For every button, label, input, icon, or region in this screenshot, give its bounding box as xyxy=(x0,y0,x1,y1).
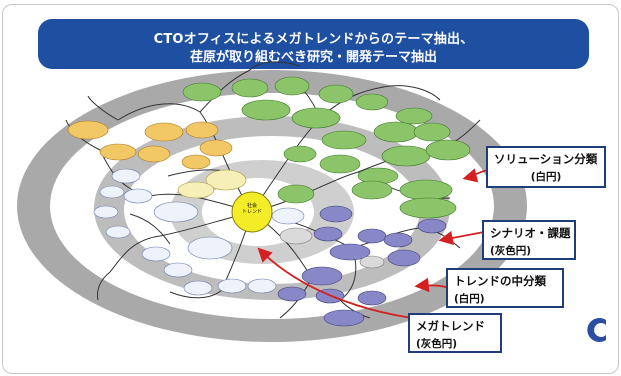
callout-sub: (灰色円) xyxy=(416,338,458,350)
green-node xyxy=(321,130,367,150)
white-node xyxy=(99,185,125,199)
white-node xyxy=(123,188,153,204)
green-node xyxy=(231,78,269,98)
callout-sub: (白円) xyxy=(454,293,485,305)
green-node xyxy=(274,76,310,96)
callout-solution-category: ソリューション分類 (白円) xyxy=(486,146,606,188)
purple-node xyxy=(383,232,413,248)
green-node xyxy=(373,121,419,143)
purple-node xyxy=(313,226,343,242)
core-node xyxy=(231,191,273,233)
arrow-megatrend xyxy=(257,247,413,319)
green-node xyxy=(399,179,453,201)
white-node xyxy=(111,168,141,184)
callout-title: シナリオ・課題 xyxy=(490,226,571,240)
orange-node xyxy=(185,121,219,139)
orange-nodes xyxy=(67,120,233,170)
orange-node xyxy=(144,122,184,142)
white-node xyxy=(187,236,233,260)
core-node-label: 社会 トレンド xyxy=(241,203,262,215)
green-node xyxy=(277,184,315,204)
pale-node xyxy=(205,169,247,191)
callout-title: トレンドの中分類 xyxy=(454,274,546,288)
white-node xyxy=(183,280,213,296)
callout-sub: (白円) xyxy=(530,171,562,183)
orange-node xyxy=(199,139,233,157)
white-node xyxy=(247,278,277,294)
callout-scenario-issue: シナリオ・課題 (灰色円) xyxy=(482,220,576,260)
title-line-1: CTOオフィスによるメガトレンドからのテーマ抽出、 xyxy=(153,32,474,47)
title-banner: CTOオフィスによるメガトレンドからのテーマ抽出、 荏原が取り組むべき研究・開発… xyxy=(38,19,589,69)
orange-node xyxy=(99,143,137,161)
purple-node xyxy=(319,205,353,223)
gray-nodes xyxy=(279,227,385,269)
gray-node xyxy=(359,255,385,269)
callout-title: ソリューション分類 xyxy=(494,152,598,166)
green-node xyxy=(355,93,389,111)
gray-node xyxy=(279,227,313,245)
purple-nodes xyxy=(277,205,447,327)
orange-node xyxy=(181,154,211,170)
green-node xyxy=(182,82,222,102)
pale-node xyxy=(177,181,215,199)
title-line-2: 荏原が取り組むべき研究・開発テーマ抽出 xyxy=(189,50,437,65)
purple-node xyxy=(357,228,387,244)
crescent-logo-icon xyxy=(587,318,606,342)
arrow-scenario xyxy=(438,230,485,246)
purple-node xyxy=(277,286,307,302)
white-nodes xyxy=(93,168,305,296)
purple-node xyxy=(329,243,371,261)
purple-node xyxy=(357,290,387,306)
white-node xyxy=(217,278,247,294)
green-node xyxy=(381,145,431,167)
white-node xyxy=(105,225,131,239)
pale-nodes xyxy=(177,169,247,199)
green-node xyxy=(425,139,471,161)
green-node xyxy=(241,99,291,121)
purple-node xyxy=(387,249,421,267)
white-node xyxy=(271,207,305,225)
green-node xyxy=(283,145,317,163)
white-node xyxy=(153,201,199,223)
white-node xyxy=(141,246,171,262)
callout-mid-trend: トレンドの中分類 (白円) xyxy=(446,268,564,308)
callout-megatrend: メガトレンド (灰色円) xyxy=(408,313,502,353)
callout-sub: (灰色円) xyxy=(490,245,532,257)
green-node xyxy=(413,122,451,142)
green-node xyxy=(319,154,361,174)
green-node xyxy=(351,180,393,200)
arrow-solutions xyxy=(462,168,489,183)
purple-node xyxy=(323,309,365,327)
purple-node xyxy=(417,218,447,234)
callout-title: メガトレンド xyxy=(416,319,485,333)
orange-node xyxy=(137,145,171,163)
green-node xyxy=(291,107,341,129)
green-nodes xyxy=(182,76,471,219)
purple-node xyxy=(301,266,343,286)
white-node xyxy=(93,205,119,219)
green-node xyxy=(399,197,457,219)
orange-node xyxy=(67,120,109,140)
white-node xyxy=(163,262,193,278)
green-node xyxy=(318,84,354,104)
green-node xyxy=(395,107,433,125)
